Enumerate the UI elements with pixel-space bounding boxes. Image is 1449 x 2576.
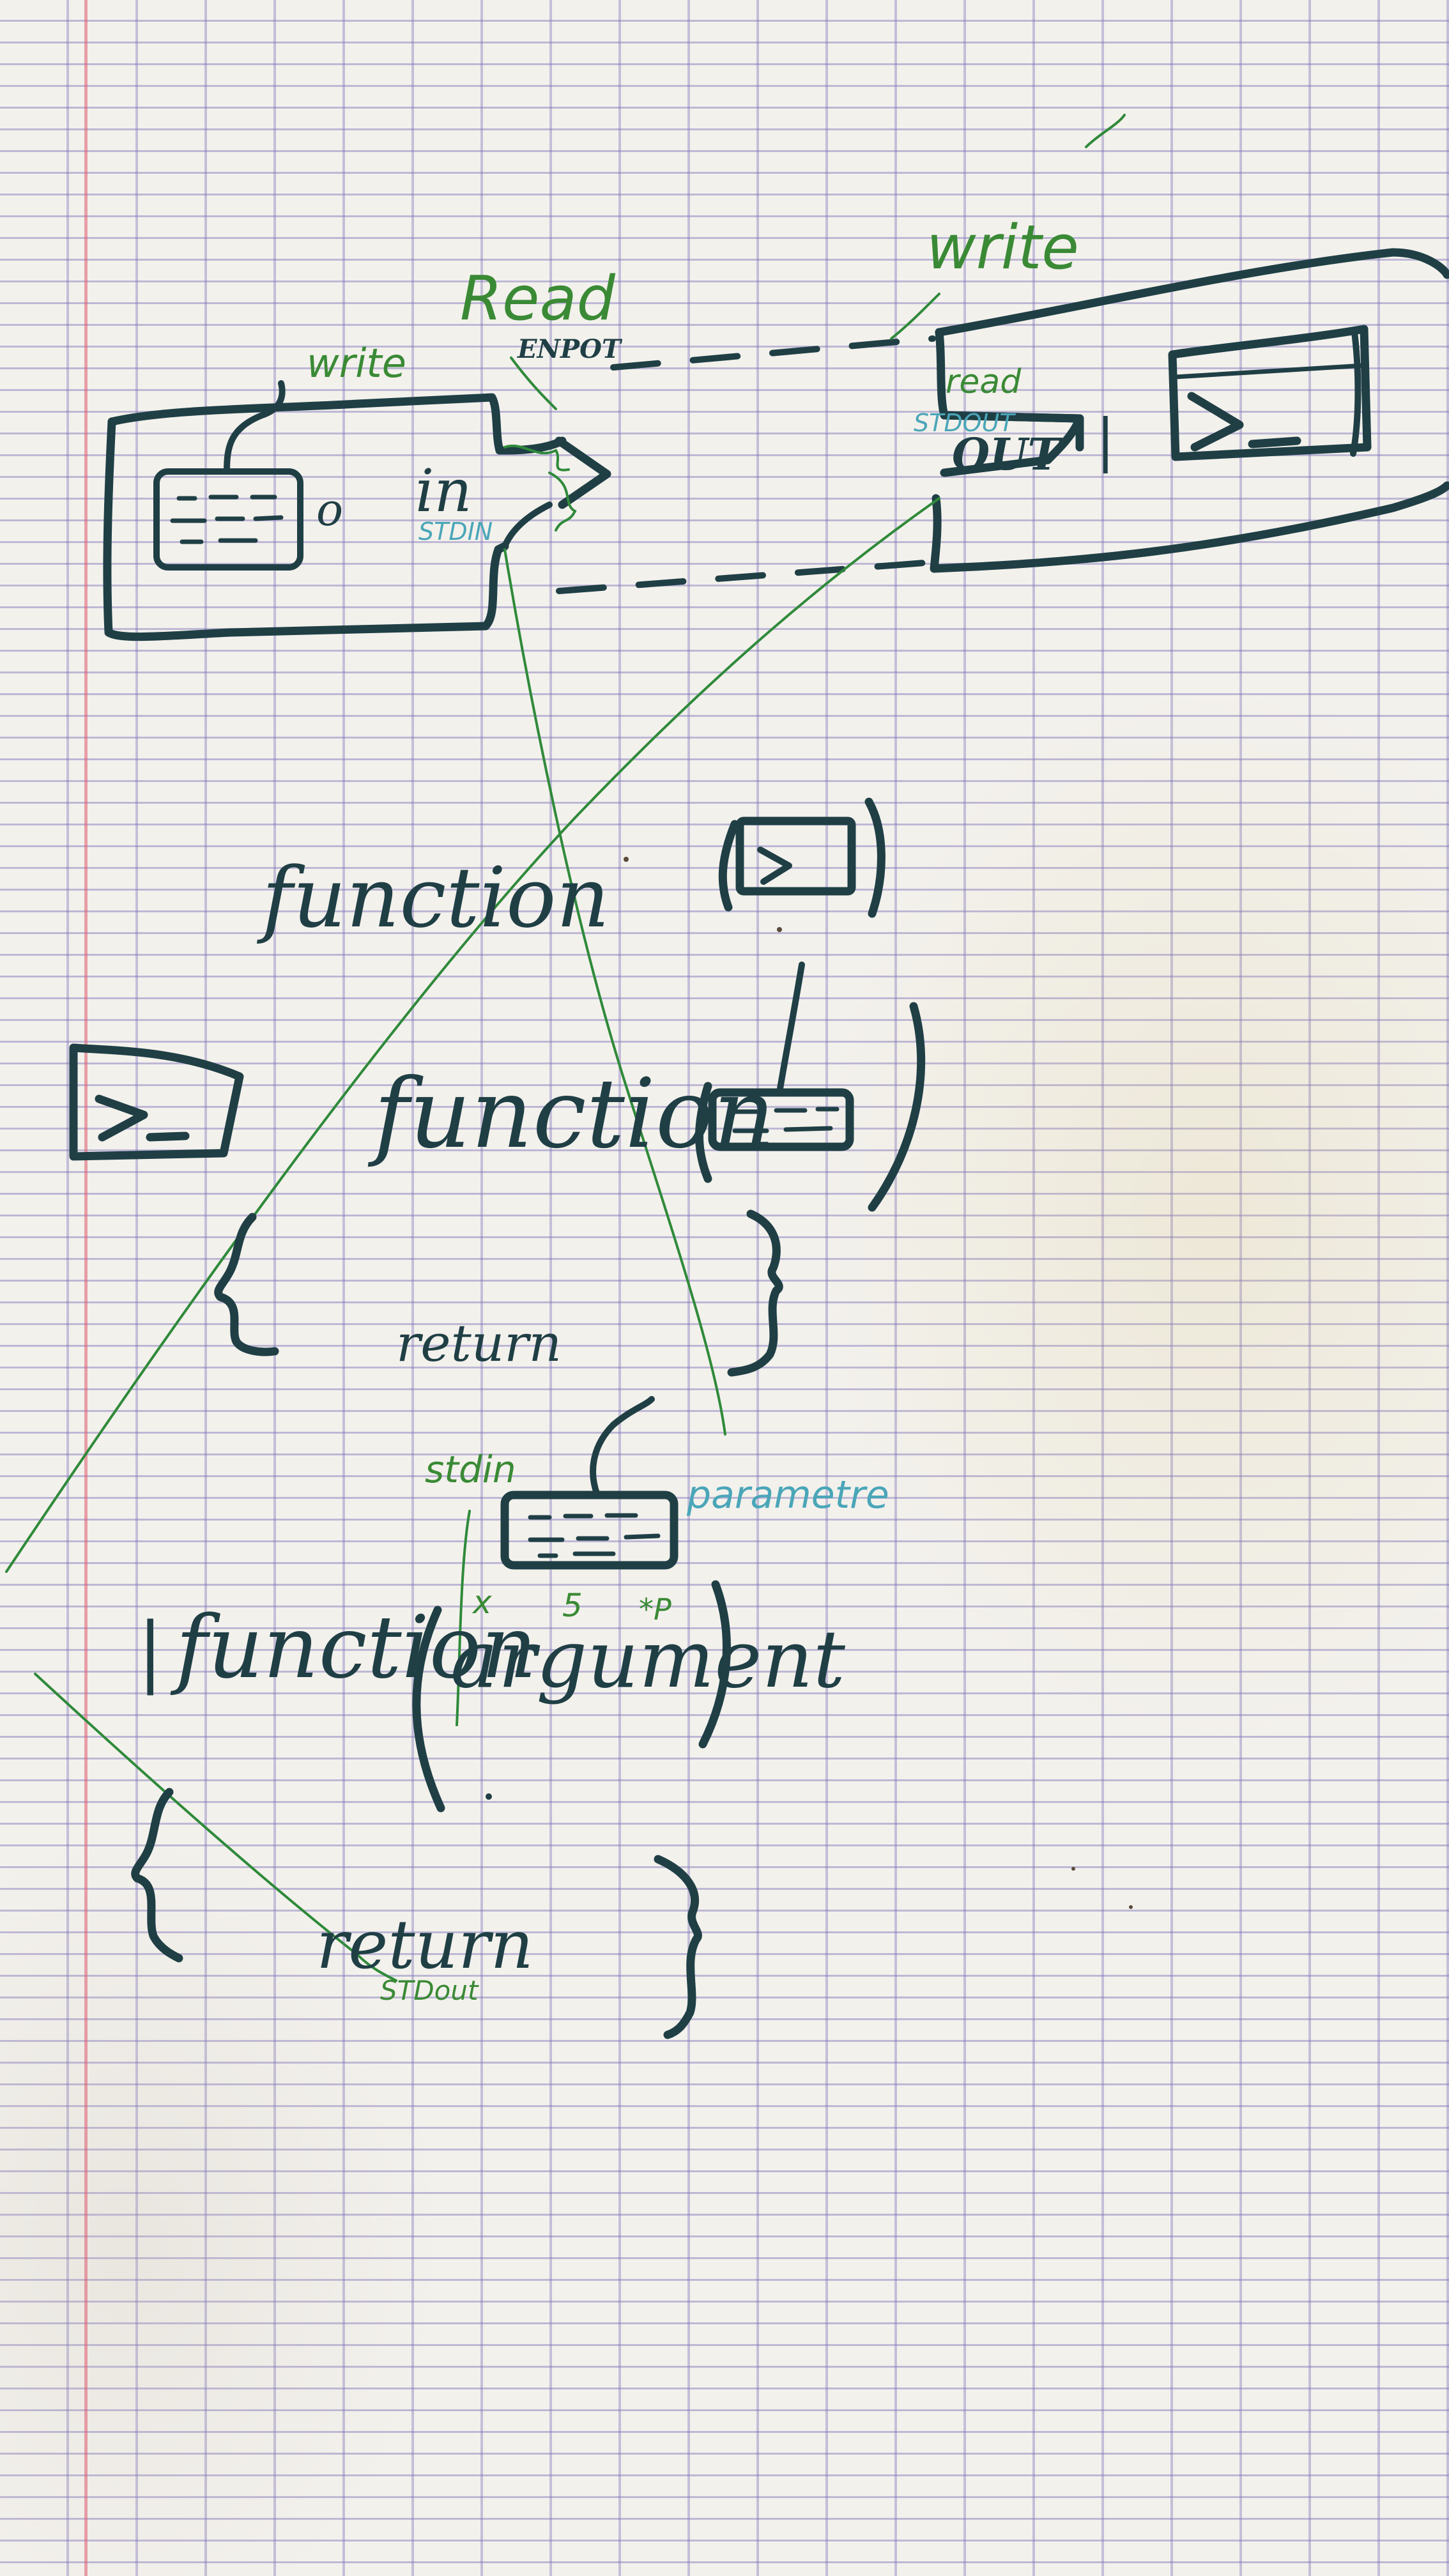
stdin-label: stdin [425,1448,516,1491]
parameter-label: parametre [686,1473,889,1517]
margin-line [84,0,88,2576]
left-process-box [103,393,611,641]
argument-label: argument [450,1613,846,1706]
keyboard-icon-bottom [500,1396,678,1570]
read-pointer [510,356,557,410]
arg-mark-x: x [471,1584,492,1621]
write-pointer [890,293,940,340]
keyboard-icon [153,380,303,571]
arg-mark-5: 5 [562,1587,583,1624]
green-curve-stdout [5,497,940,1573]
in-label: in [415,457,472,525]
stdout-sublabel-right: STDOUT [914,409,1016,437]
ink-speck [624,857,629,862]
terminal-in-parens [718,797,885,918]
write-pointer-top [1085,114,1126,148]
function-label-3: function [170,1597,537,1698]
close-paren-bottom [698,1580,731,1749]
pipe-left: | [137,1607,163,1696]
green-line-return [34,1673,397,1982]
read-label-top: Read [460,264,616,334]
write-label-left: write [307,340,406,387]
ink-speck [777,927,782,932]
dashed-bottom-link [556,559,936,594]
function-label-1: function [257,849,610,946]
stdout-sublabel-bottom: STDout [380,1975,479,2006]
green-line-stdin [503,548,726,1436]
braces-block-1 [214,1209,783,1377]
ink-speck [1071,1867,1075,1871]
braces-block-2 [131,1788,702,2039]
dot [486,1793,492,1800]
read-label-right: read [946,363,1022,401]
right-process-box [930,248,1449,573]
stdin-sublabel: STDIN [418,518,493,546]
terminal-icon-left [69,1043,244,1161]
pipe-char: | [1096,407,1115,474]
circle-o: o [316,484,343,536]
function-label-2: function [367,1059,775,1170]
arg-mark-p: *P [639,1592,671,1627]
open-paren-bottom [412,1606,445,1813]
dashed-top-link [610,335,936,371]
out-label: OUT [952,429,1063,480]
terminal-icon-top-right [1168,325,1372,461]
ink-speck [1129,1905,1133,1909]
keyboard-in-parens [695,962,926,1212]
return-label-1: return [396,1314,562,1373]
read-sublabel: ENPOT [517,334,623,364]
green-scribble [503,445,577,532]
write-label-right: write [926,213,1079,283]
stdin-pointer [456,1510,471,1726]
return-label-2: return [316,1906,533,1984]
